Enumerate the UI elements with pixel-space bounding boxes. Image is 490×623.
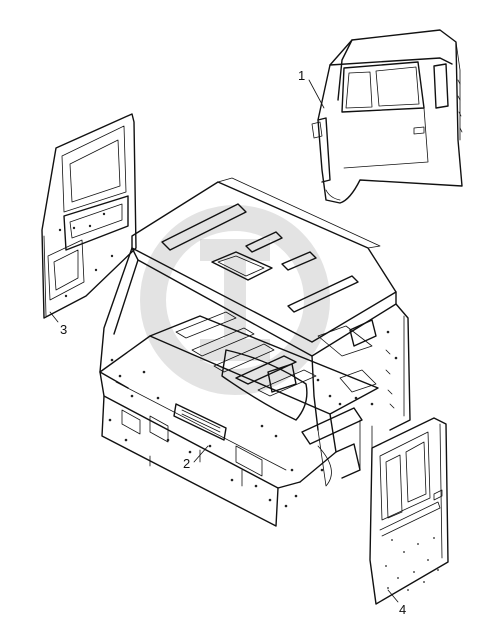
right-door-drawing bbox=[369, 417, 449, 605]
left-door-drawing bbox=[41, 113, 137, 319]
callout-label-1: 1 bbox=[298, 68, 305, 83]
callout-label-4: 4 bbox=[399, 602, 406, 617]
callout-2: 2 bbox=[183, 445, 209, 471]
callout-1: 1 bbox=[298, 68, 325, 109]
cab-assembly-drawing bbox=[311, 29, 463, 204]
watermark-logo bbox=[140, 205, 330, 395]
callout-label-2: 2 bbox=[183, 456, 190, 471]
callout-4: 4 bbox=[387, 589, 406, 617]
cab-body-frame-drawing bbox=[99, 177, 411, 527]
callout-label-3: 3 bbox=[60, 322, 67, 337]
callout-3: 3 bbox=[49, 311, 67, 337]
